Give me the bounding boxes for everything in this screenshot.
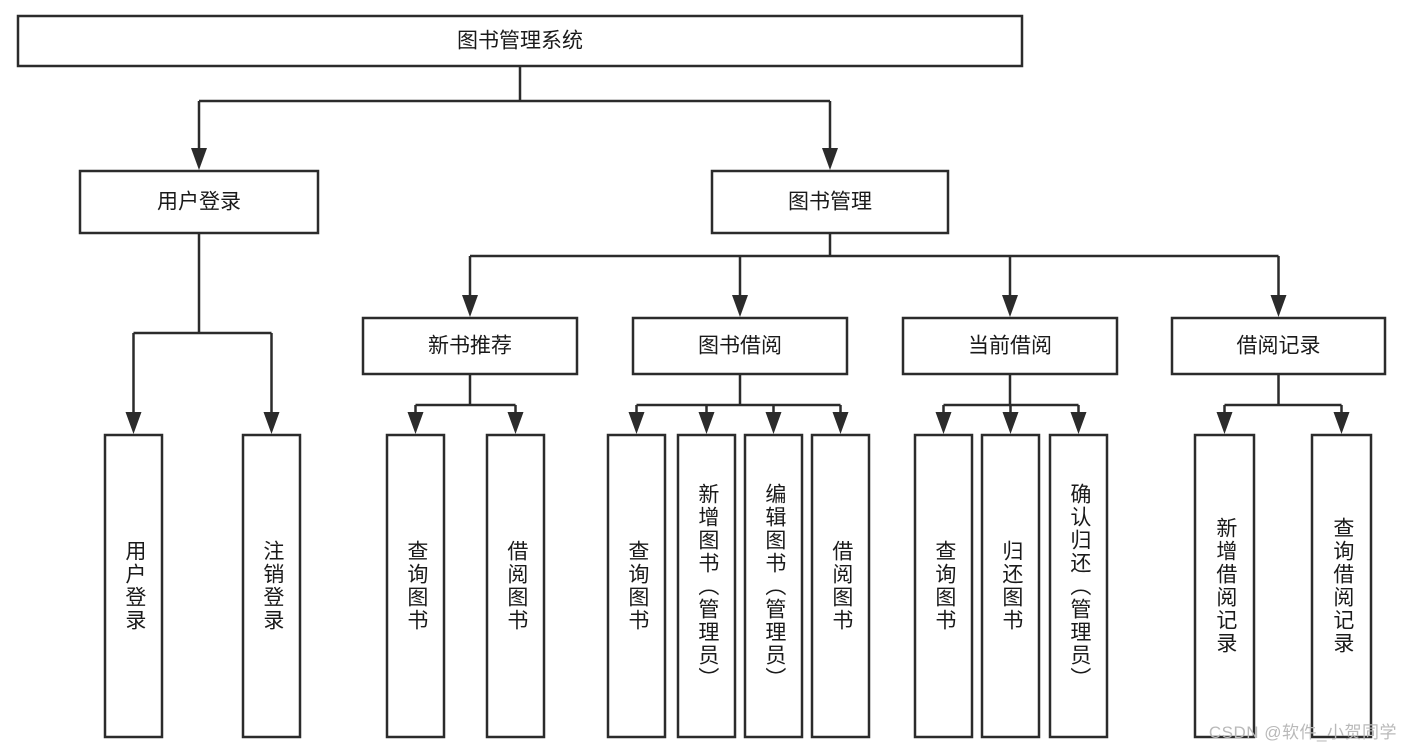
- watermark-text: CSDN @软件_小贺同学: [1208, 723, 1397, 742]
- node-label-new-book-rec: 新书推荐: [428, 335, 512, 358]
- node-box-leaf-borrow-book-rec[interactable]: [485, 433, 546, 739]
- arrow-head-icon: [1333, 412, 1350, 434]
- node-box-current-borrow[interactable]: [901, 316, 1119, 376]
- node-box-book-manage[interactable]: [710, 169, 950, 235]
- arrow-head-icon: [628, 412, 645, 434]
- arrow-head-icon: [698, 412, 715, 434]
- node-box-root[interactable]: [16, 14, 1024, 68]
- arrow-head-icon: [407, 412, 424, 434]
- arrow-head-icon: [732, 295, 748, 317]
- node-label-book-borrow: 图书借阅: [698, 335, 782, 358]
- arrow-head-icon: [1070, 412, 1087, 434]
- node-box-leaf-add-record[interactable]: [1193, 433, 1256, 739]
- node-box-leaf-logout[interactable]: [241, 433, 302, 739]
- node-box-leaf-query-book-rec[interactable]: [385, 433, 446, 739]
- node-box-leaf-edit-book[interactable]: [743, 433, 804, 739]
- arrow-head-icon: [263, 412, 280, 434]
- arrow-head-icon: [1216, 412, 1233, 434]
- node-layer: [16, 14, 1387, 739]
- arrow-head-icon: [765, 412, 782, 434]
- arrow-head-icon: [832, 412, 849, 434]
- arrow-head-icon: [1002, 295, 1018, 317]
- node-box-leaf-add-book[interactable]: [676, 433, 737, 739]
- node-box-leaf-confirm-return[interactable]: [1048, 433, 1109, 739]
- node-label-root: 图书管理系统: [457, 30, 583, 53]
- arrow-head-icon: [1270, 295, 1287, 317]
- arrow-head-icon: [1002, 412, 1019, 434]
- node-label-book-manage: 图书管理: [788, 191, 872, 214]
- node-box-leaf-query-record[interactable]: [1310, 433, 1373, 739]
- node-label-user-login: 用户登录: [157, 191, 241, 214]
- node-box-leaf-query-book-borrow[interactable]: [606, 433, 667, 739]
- node-box-borrow-record[interactable]: [1170, 316, 1387, 376]
- node-box-leaf-borrow-book[interactable]: [810, 433, 871, 739]
- arrow-head-icon: [507, 412, 524, 434]
- node-box-leaf-return-book[interactable]: [980, 433, 1041, 739]
- node-box-leaf-user-login[interactable]: [103, 433, 164, 739]
- node-label-borrow-record: 借阅记录: [1237, 335, 1321, 358]
- arrow-head-icon: [191, 148, 207, 170]
- arrow-head-icon: [462, 295, 478, 317]
- node-label-current-borrow: 当前借阅: [968, 335, 1052, 358]
- node-box-new-book-rec[interactable]: [361, 316, 579, 376]
- arrow-head-icon: [125, 412, 142, 434]
- connector-layer: [125, 66, 1350, 434]
- node-box-user-login[interactable]: [78, 169, 320, 235]
- arrow-head-icon: [822, 148, 838, 170]
- node-box-book-borrow[interactable]: [631, 316, 849, 376]
- arrow-head-icon: [935, 412, 952, 434]
- node-box-leaf-query-book-cur[interactable]: [913, 433, 974, 739]
